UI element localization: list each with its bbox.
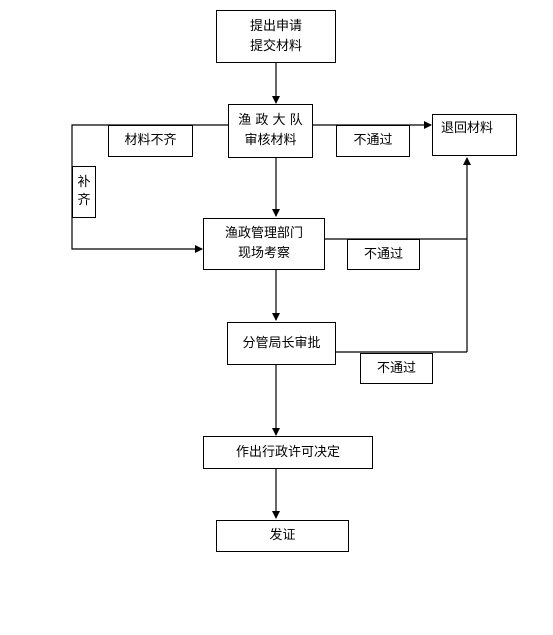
node-return-materials: 退回材料	[432, 114, 517, 156]
label-reject-review-text: 不通过	[353, 133, 393, 148]
label-supplement-char1: 补	[77, 175, 91, 190]
node-fishery-brigade-review: 渔 政 大 队 审核材料	[228, 104, 313, 158]
label-supplement: 补 齐	[72, 166, 96, 218]
node-submit-line1: 提出申请	[249, 18, 302, 34]
node-issue-certificate: 发证	[216, 520, 349, 552]
label-incomplete-materials: 材料不齐	[108, 125, 193, 157]
node-returned-line1: 退回材料	[441, 121, 494, 136]
label-reject-approval-text: 不通过	[376, 360, 416, 376]
label-supplement-char2: 齐	[77, 193, 91, 208]
node-submit-application: 提出申请 提交材料	[216, 10, 336, 63]
label-incomplete-text: 材料不齐	[124, 133, 177, 148]
label-reject-inspection-text: 不通过	[363, 246, 403, 262]
node-inspect-line1: 渔政管理部门	[224, 226, 303, 241]
label-reject-approval: 不通过	[360, 353, 433, 384]
label-reject-inspection: 不通过	[347, 239, 420, 270]
node-inspect-line2: 现场考察	[237, 246, 290, 261]
node-decide-line1: 作出行政许可决定	[235, 444, 340, 460]
node-licensing-decision: 作出行政许可决定	[203, 436, 373, 469]
node-review-line2: 审核材料	[244, 133, 297, 148]
label-reject-review: 不通过	[336, 125, 410, 157]
node-issue-line1: 发证	[269, 528, 296, 543]
node-director-approval: 分管局长审批	[227, 322, 336, 365]
node-approve-line1: 分管局长审批	[242, 335, 321, 351]
node-onsite-inspection: 渔政管理部门 现场考察	[203, 218, 325, 270]
node-submit-line2: 提交材料	[249, 38, 302, 54]
node-review-line1: 渔 政 大 队	[238, 113, 303, 128]
